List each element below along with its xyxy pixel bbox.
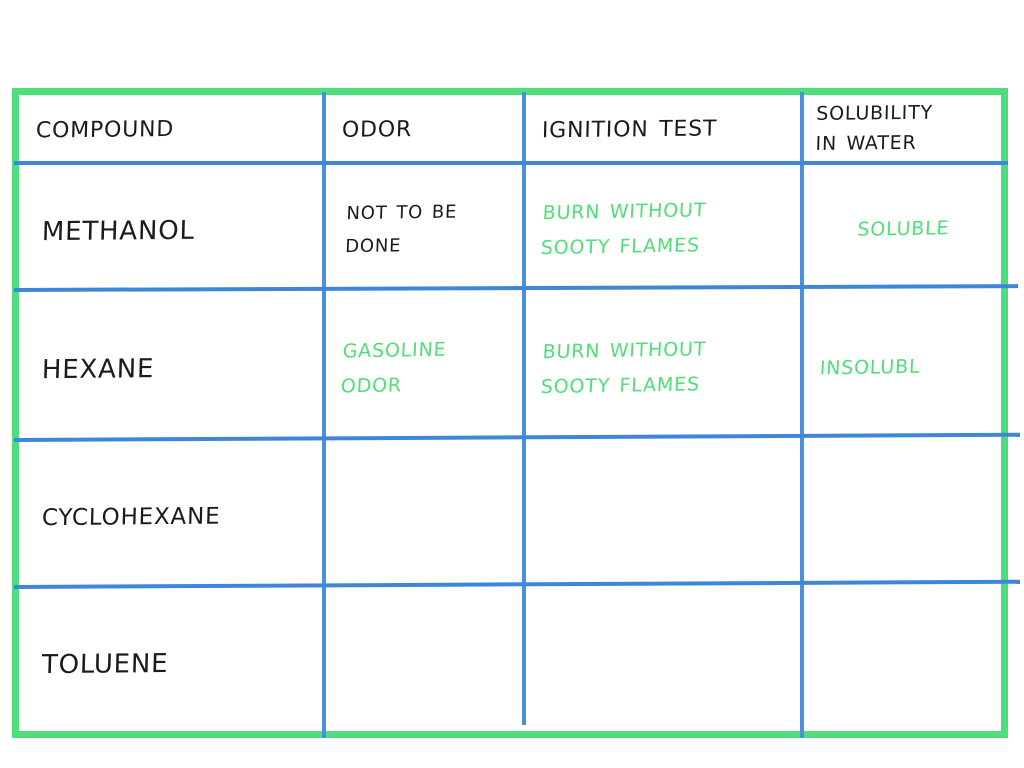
ignition-value-methanol: Burn Without Sooty Flames (540, 192, 708, 262)
table-border-right (1001, 88, 1008, 738)
column-divider-3 (800, 92, 804, 738)
header-label-compound: Compound (35, 108, 175, 146)
compound-name-cyclohexane: Cyclohexane (41, 492, 222, 534)
cell-solubility-hexane[interactable]: Insolubl (806, 292, 1001, 438)
cell-odor-toluene[interactable] (328, 589, 522, 731)
column-divider-2 (522, 92, 526, 725)
cell-solubility-toluene[interactable] (806, 589, 1001, 731)
header-cell-odor: Odor (328, 92, 522, 161)
cell-solubility-methanol[interactable]: Soluble (806, 165, 1001, 288)
table-border-left (12, 88, 19, 738)
compound-name-toluene: Toluene (41, 638, 170, 683)
cell-odor-methanol[interactable]: Not To Be Done (328, 165, 522, 288)
cell-ignition-cyclohexane[interactable] (528, 442, 800, 585)
table-border-bottom (12, 731, 1008, 738)
compound-name-methanol: Methanol (41, 204, 196, 249)
ignition-value-cyclohexane (528, 511, 800, 516)
odor-value-methanol: Not To Be Done (344, 194, 458, 258)
column-divider-1 (322, 92, 326, 738)
header-label-solubility-in-water: Solubility in Water (815, 94, 934, 158)
odor-value-cyclohexane (328, 512, 522, 515)
cell-ignition-toluene[interactable] (528, 589, 800, 731)
odor-value-hexane: Gasoline Odor (340, 331, 448, 400)
ignition-value-hexane: Burn Without Sooty Flames (540, 331, 708, 401)
solubility-value-cyclohexane (806, 512, 1001, 515)
results-table: Compound Odor Ignition Test Solubility i… (12, 88, 1020, 738)
table-row: Cyclohexane (22, 442, 322, 585)
odor-value-toluene (328, 658, 522, 661)
header-label-ignition-test: Ignition Test (541, 107, 718, 146)
solubility-value-toluene (806, 658, 1001, 661)
table-row: Methanol (22, 165, 322, 288)
header-label-odor: Odor (341, 108, 413, 146)
table-border-top (12, 88, 1008, 95)
solubility-value-methanol: Soluble (856, 210, 951, 243)
ignition-value-toluene (528, 658, 800, 663)
cell-ignition-hexane[interactable]: Burn Without Sooty Flames (528, 292, 800, 438)
cell-odor-hexane[interactable]: Gasoline Odor (328, 292, 522, 438)
table-row: Hexane (22, 292, 322, 438)
cell-odor-cyclohexane[interactable] (328, 442, 522, 585)
header-divider (14, 161, 1008, 165)
compound-name-hexane: Hexane (41, 343, 155, 388)
solubility-value-hexane: Insolubl (819, 349, 922, 382)
table-row: Toluene (22, 589, 322, 731)
cell-solubility-cyclohexane[interactable] (806, 442, 1001, 585)
cell-ignition-methanol[interactable]: Burn Without Sooty Flames (528, 165, 800, 288)
header-cell-compound: Compound (22, 92, 322, 161)
header-cell-solubility-in-water: Solubility in Water (806, 92, 1001, 161)
header-cell-ignition-test: Ignition Test (528, 92, 800, 161)
